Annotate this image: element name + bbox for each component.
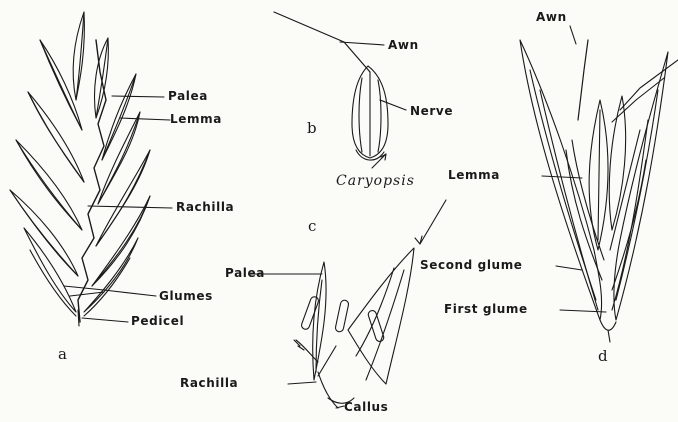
label-b-caryopsis: Caryopsis xyxy=(336,174,415,188)
label-a-pedicel: Pedicel xyxy=(131,314,184,328)
label-c-callus: Callus xyxy=(344,400,388,414)
label-d-first-glume: First glume xyxy=(444,302,528,316)
figure-label-a: a xyxy=(58,346,67,362)
label-d-awn: Awn xyxy=(536,10,567,24)
leaders-d xyxy=(542,26,606,312)
floret-c-drawing xyxy=(294,248,414,408)
label-a-rachilla: Rachilla xyxy=(176,200,234,214)
label-b-awn: Awn xyxy=(388,38,419,52)
label-b-nerve: Nerve xyxy=(410,104,453,118)
caryopsis-b-drawing xyxy=(274,12,388,168)
label-a-palea: Palea xyxy=(168,89,208,103)
spikelet-d-drawing xyxy=(520,40,678,342)
figure-label-c: c xyxy=(308,218,316,234)
label-a-glumes: Glumes xyxy=(159,289,213,303)
label-d-second-glume: Second glume xyxy=(420,258,523,272)
figure-label-d: d xyxy=(598,348,608,364)
leaders-b xyxy=(340,42,406,110)
label-c-lemma: Lemma xyxy=(448,168,500,182)
label-c-palea: Palea xyxy=(225,266,265,280)
label-a-lemma: Lemma xyxy=(170,112,222,126)
figure-label-b: b xyxy=(307,120,317,136)
label-c-rachilla: Rachilla xyxy=(180,376,238,390)
leaders-a xyxy=(64,96,172,322)
spikelet-a-drawing xyxy=(10,12,150,326)
